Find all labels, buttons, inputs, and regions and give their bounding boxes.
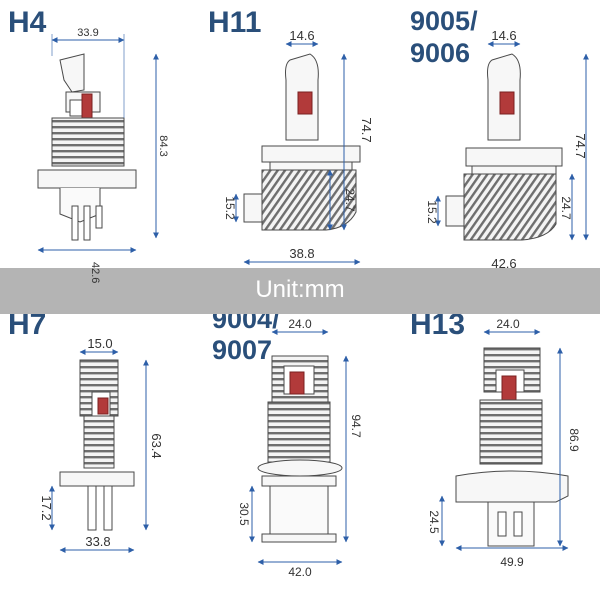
9004-height: 94.7 [349, 414, 363, 438]
9005-top-width: 14.6 [491, 28, 516, 43]
h7-height: 63.4 [149, 433, 164, 458]
9005-height: 74.7 [573, 133, 588, 158]
h11-base-width: 38.8 [289, 246, 314, 261]
h11-top-width: 14.6 [289, 28, 314, 43]
9005-base-width: 42.6 [491, 256, 516, 271]
9004-side: 30.5 [237, 502, 251, 526]
title-h11: H11 [208, 6, 262, 39]
h7-base-width: 33.8 [85, 534, 110, 549]
h13-base-width: 49.9 [500, 555, 524, 569]
h13-top-width: 24.0 [496, 317, 520, 331]
h13-height: 86.9 [567, 428, 581, 452]
h4-height: 84.3 [157, 135, 169, 156]
h7-side: 17.2 [39, 495, 54, 520]
title-9004-line2: 9007 [212, 335, 273, 365]
h11-side: 15.2 [223, 196, 237, 220]
title-h7: H7 [8, 308, 47, 341]
unit-label: Unit:mm [255, 276, 345, 303]
9004-top-width: 24.0 [288, 317, 312, 331]
bulb-h7-drawing [59, 359, 135, 531]
h7-top-width: 15.0 [87, 336, 112, 351]
bulb-9005-drawing [445, 53, 563, 241]
unit-banner [0, 268, 600, 314]
title-h4: H4 [8, 6, 47, 39]
9004-base-width: 42.0 [288, 565, 312, 579]
title-h13: H13 [410, 308, 466, 341]
dimension-lines [37, 34, 589, 565]
bulb-h13-drawing [455, 347, 569, 547]
h13-side: 24.5 [427, 510, 441, 534]
h11-height: 74.7 [359, 117, 374, 142]
9005-side: 15.2 [425, 200, 439, 224]
9005-mid-height: 24.7 [559, 196, 573, 220]
bulb-9004-drawing [257, 355, 343, 543]
h4-top-width: 33.9 [77, 27, 98, 39]
h11-mid-height: 24.7 [343, 188, 357, 212]
title-9005-line2: 9006 [410, 38, 471, 68]
h4-base-width: 42.6 [89, 262, 101, 283]
title-9005-line1: 9005/ [410, 6, 478, 36]
bulb-h4-drawing [37, 53, 137, 241]
bulb-h11-drawing [243, 53, 361, 231]
